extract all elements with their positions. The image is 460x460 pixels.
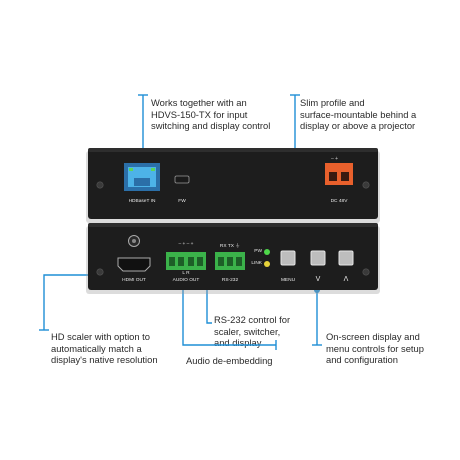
hdbaset-port-led [151, 168, 155, 171]
callout-line: and configuration [326, 354, 398, 366]
down-button [310, 250, 326, 266]
pw-led [264, 249, 270, 255]
screw-icon [362, 268, 370, 276]
fw-usb-port [174, 175, 190, 184]
hdbaset-in-label: HDBaseT IN [128, 199, 156, 204]
callout-onscreen-display: On-screen display and menu controls for … [326, 331, 424, 366]
up-arrow-label: Λ [343, 276, 349, 283]
menu-button [280, 250, 296, 266]
callout-audio-deembedding: Audio de-embedding [186, 355, 273, 367]
callout-input-switching: Works together with an HDVS-150-TX for i… [151, 97, 270, 132]
screw-icon [96, 181, 104, 189]
rs232-pin-marks: RX TX ⏚ [219, 244, 241, 249]
callout-line: On-screen display and [326, 331, 420, 342]
up-button [338, 250, 354, 266]
callout-line: HD scaler with option to [51, 331, 151, 342]
callout-line: Audio de-embedding [186, 355, 273, 366]
hdbaset-port-led [129, 168, 133, 171]
bottom-unit-bevel [88, 223, 378, 227]
callout-slim-profile: Slim profile and surface-mountable behin… [300, 97, 416, 132]
hdbaset-port-slot [134, 178, 150, 186]
link-led [264, 261, 270, 267]
audio-terminal-screws [169, 257, 203, 266]
rs232-label: RS-232 [221, 278, 239, 283]
callout-line: HDVS-150-TX for input [151, 108, 248, 120]
link-label: LINK [251, 261, 262, 266]
callout-hd-scaler: HD scaler with option to automatically m… [51, 331, 158, 366]
leader-audio [182, 283, 276, 346]
callout-line: scaler, switcher, [214, 325, 281, 337]
callout-line: display's native resolution [51, 354, 158, 366]
callout-line: switching and display control [151, 120, 271, 132]
hdmi-out-label: HDMI OUT [122, 278, 146, 283]
leader-rs232 [206, 282, 212, 324]
callout-line: menu controls for setup [326, 342, 424, 354]
dc-48v-label: DC 48V [330, 199, 348, 204]
down-arrow-label: V [315, 276, 321, 283]
audio-pin-marks: – + – + [178, 242, 194, 247]
callout-line: and display [214, 337, 262, 349]
audio-terminal-block [166, 252, 206, 270]
callout-line: Slim profile and [300, 97, 365, 108]
callout-line: RS-232 control for [214, 314, 291, 325]
top-unit-chassis [88, 148, 378, 219]
fw-label: FW [178, 199, 186, 204]
dc-power-socket [341, 172, 349, 181]
callout-rs232-control: RS-232 control for scaler, switcher, and… [214, 314, 290, 349]
hdmi-port [117, 257, 151, 272]
dc-pin-marks: – + [331, 156, 338, 162]
callout-line: Works together with an [151, 97, 247, 108]
top-unit: – + [86, 148, 380, 223]
top-unit-bevel [88, 148, 378, 152]
menu-label: MENU [280, 278, 296, 283]
bottom-unit [86, 223, 380, 294]
ground-screw-center [132, 239, 136, 243]
dc-power-socket [329, 172, 337, 181]
pw-label: PW [254, 249, 262, 254]
callout-line: display or above a projector [300, 120, 416, 132]
rs232-terminal-screws [218, 257, 242, 266]
screw-icon [96, 268, 104, 276]
audio-lr-marks: L R [182, 271, 190, 276]
screw-icon [362, 181, 370, 189]
callout-line: surface-mountable behind a [300, 108, 417, 120]
callout-line: automatically match a [51, 342, 142, 354]
audio-out-label: AUDIO OUT [172, 278, 200, 283]
